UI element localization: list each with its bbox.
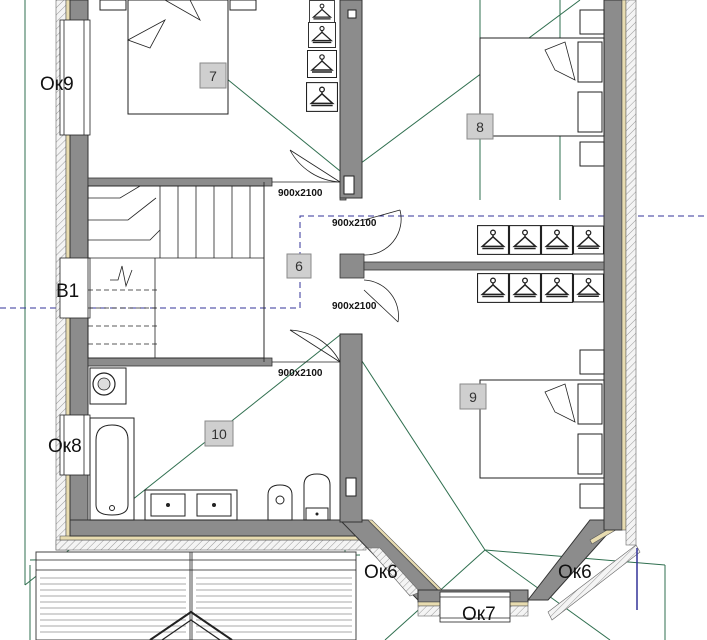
hanger-icon (307, 22, 337, 48)
hanger-icon (306, 82, 338, 112)
door-label-1: 900х2100 (278, 188, 323, 199)
hanger-icon (541, 224, 573, 256)
bidet-icon (267, 484, 293, 521)
room-tag-9: 9 (459, 383, 487, 410)
window-label-ok6-left: Ок6 (364, 562, 398, 583)
door-label-4: 900х2100 (278, 368, 323, 379)
window-openings (59, 19, 511, 623)
door-label-2: 900х2100 (332, 218, 377, 229)
interior-walls (87, 0, 605, 523)
hanger-icon (573, 225, 604, 255)
bed-icon (479, 9, 605, 167)
hanger-icon (477, 224, 509, 256)
room-tag-7: 7 (199, 62, 227, 89)
washing-machine-icon (89, 367, 127, 405)
hanger-icon (308, 0, 336, 24)
window-label-ok6-right: Ок6 (558, 562, 592, 583)
room-tag-8: 8 (466, 113, 494, 140)
window-label-b1: В1 (56, 281, 79, 302)
switch-box (345, 477, 357, 497)
room-tag-6: 6 (286, 253, 312, 279)
window-label-ok8: Ок8 (48, 436, 82, 457)
window-label-ok9: Ок9 (40, 74, 74, 95)
bed-icon (99, 0, 257, 115)
door-label-3: 900х2100 (332, 301, 377, 312)
room-tag-10: 10 (204, 420, 234, 447)
roof-terrace (35, 551, 357, 640)
bed-icon (479, 349, 605, 509)
hanger-icon (509, 224, 541, 256)
svg-text:8: 8 (476, 119, 484, 135)
hanger-icon (509, 272, 541, 304)
window-label-ok7: Ок7 (462, 604, 496, 625)
toilet-icon (303, 473, 331, 521)
svg-text:7: 7 (209, 68, 217, 84)
doors (289, 149, 402, 363)
svg-text:9: 9 (469, 389, 477, 405)
hanger-icon (306, 50, 338, 78)
hanger-icon (541, 272, 573, 304)
svg-text:6: 6 (295, 258, 303, 274)
bathtub-icon (89, 417, 135, 521)
hanger-icon (573, 273, 604, 303)
svg-text:10: 10 (211, 426, 227, 442)
sink-icon (144, 489, 238, 521)
wardrobe-top (306, 0, 357, 195)
hanger-icon (477, 272, 509, 304)
stairs-icon (87, 185, 265, 359)
